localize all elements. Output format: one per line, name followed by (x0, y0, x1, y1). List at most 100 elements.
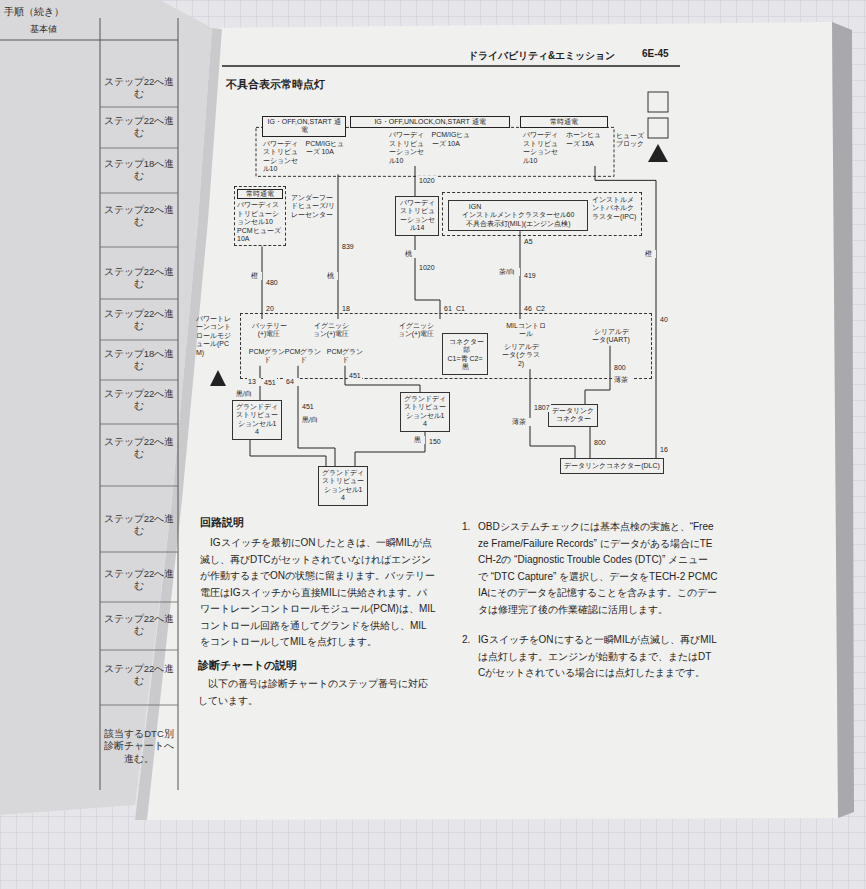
table-cell: ステップ22へ進む (103, 204, 175, 229)
node-heading: データリンクコネクター (552, 407, 594, 424)
wire-number: 480 (265, 278, 279, 287)
wire (338, 174, 339, 319)
wire (415, 166, 416, 196)
node-text: パワーディストリビューションセル10 (523, 131, 563, 165)
node-heading: バッテリー(+)電圧 (249, 320, 289, 339)
list-number: 1. (462, 519, 476, 536)
node-heading: インストルメントパネルクラスター(IPC) (592, 196, 638, 232)
node-heading: MILコントロール (506, 320, 546, 339)
pin-number: 16 (659, 446, 673, 454)
node-text: インストルメントクラスターセル60 (452, 211, 584, 219)
instrument-cluster: インストルメントパネルクラスター(IPC)IGNインストルメントクラスターセル6… (442, 192, 642, 236)
wire (355, 432, 425, 466)
table-rule (0, 40, 178, 41)
node-text: パワーディストリビューションセル10 (237, 201, 283, 226)
table-cell: ステップ22へ進む (103, 663, 175, 688)
table-rule (100, 18, 101, 790)
location-icon (648, 92, 668, 112)
page-number: 6E-45 (642, 48, 682, 60)
right-page (135, 22, 838, 820)
wire-number: 800 (593, 438, 607, 447)
wire-number: 1020 (418, 176, 436, 185)
node-text: PCM/IGヒューズ 10A (432, 131, 472, 165)
table-cell: ステップ22へ進む (103, 436, 175, 461)
wire (590, 427, 591, 458)
wire-number: 1020 (418, 263, 436, 272)
node-heading: PCMグランド (283, 346, 323, 365)
component-box: データリンクコネクター (548, 404, 598, 427)
wire-number: 839 (341, 242, 355, 251)
table-row-rules (100, 107, 178, 705)
table-cell: ステップ22へ進む (103, 266, 175, 291)
fuse-box: IG・OFF,UNLOCK,ON,START 通電パワーディストリビューションセ… (350, 116, 510, 166)
wire-color: 桃 (326, 272, 338, 280)
table-cell: ステップ22へ進む (103, 76, 175, 101)
node-heading: PCMグランド (247, 346, 287, 365)
fuse-box: IG・OFF,ON,START 通電パワーディストリビューションセル10PCM/… (262, 116, 346, 174)
node-heading: パワーディストリビューションセル14 (399, 199, 435, 233)
pin-function-label: PCMグランド (324, 345, 356, 366)
wire-color: 薄茶 (613, 376, 633, 384)
node-heading: グランドディストリビューションセル14 (322, 469, 364, 503)
pin-function-label: シリアルデータ(クラス2) (500, 340, 556, 369)
esd-warning-symbol (210, 370, 226, 386)
body-paragraph: 以下の番号は診断チャートのステップ番号に対応しています。 (198, 676, 434, 709)
pin-function-label: イグニッション(+)電圧 (310, 319, 362, 340)
section-heading: 回路説明 (200, 516, 320, 529)
node-heading: パワートレーンコントロールモジュール(PCM) (196, 313, 236, 357)
node-text: C1=青 C2=黒 (446, 355, 484, 372)
pin-function-label: PCMグランド (282, 345, 314, 366)
pin-function-label: MILコントロール (505, 319, 565, 340)
component-box: グランドディストリビューションセル14 (400, 392, 450, 432)
pin-function-label: シリアルデータ(UART) (590, 325, 642, 346)
node-text: PCMヒューズ 10A (237, 227, 283, 244)
wire-number: 419 (523, 271, 537, 280)
component-box: IGNインストルメントクラスターセル60不具合表示灯(MIL)(エンジン点検) (448, 200, 588, 231)
node-text: PCM/IGヒューズ 10A (306, 140, 346, 174)
node-text: ホーンヒューズ 15A (566, 131, 606, 165)
wire-number: 40 (659, 315, 669, 324)
wire (298, 366, 335, 466)
table-header: 基本値 (30, 24, 80, 35)
wire (415, 236, 440, 319)
connector-id: C1 (455, 305, 469, 313)
wire-color: 茶/白 (498, 268, 520, 276)
data-link-connector: データリンクコネクター(DLC) (560, 458, 664, 474)
list-item: OBDシステムチェックには基本点検の実施と、“Freeze Frame/Fail… (478, 519, 718, 618)
component-box: グランドディストリビューションセル14 (318, 466, 368, 506)
node-heading: イグニッション(+)電圧 (396, 320, 436, 339)
node-heading: グランドディストリビューションセル14 (404, 395, 446, 429)
wire-color: 橙 (250, 272, 262, 280)
pin-function-label: バッテリー(+)電圧 (248, 319, 290, 340)
wire-number: 451 (263, 378, 277, 387)
node-text: 不具合表示灯(MIL)(エンジン点検) (452, 220, 584, 228)
wire-number: 1807 (533, 403, 551, 412)
pin-number: A5 (523, 238, 539, 246)
node-heading: IGN (452, 203, 498, 211)
node-heading: 常時通電 (237, 189, 283, 199)
node-heading: シリアルデータ(クラス2) (501, 341, 541, 368)
pin-function-label: PCMグランド (246, 345, 278, 366)
pcm-module: パワートレーンコントロールモジュール(PCM) バッテリー(+)電圧 イグニッション… (196, 313, 652, 379)
table-rule (178, 18, 179, 790)
node-heading: IG・OFF,UNLOCK,ON,START 通電 (350, 116, 510, 128)
warning-icon (648, 144, 668, 162)
wire (585, 346, 610, 404)
fuse-body: パワーディストリビューションセル10ホーンヒューズ 15A (520, 128, 608, 166)
table-cell: 該当するDTC別診断チャートへ進む。 (103, 728, 175, 765)
wire-color: 黒/白 (301, 416, 325, 424)
component-box: グランドディストリビューションセル14 (232, 400, 282, 440)
page-edge (832, 22, 854, 818)
node-heading: データリンクコネクター(DLC) (564, 462, 660, 470)
running-header: ドライバビリティ&エミッション (468, 50, 638, 62)
table-cell: ステップ22へ進む (103, 568, 175, 593)
manual-icon (648, 118, 668, 138)
pin-number: 13 (247, 378, 261, 386)
node-heading: 常時通電 (520, 116, 608, 128)
list-number: 2. (462, 632, 476, 649)
relay-center-label: アンダーフードヒューズ/リレーセンター (290, 194, 336, 219)
node-heading: イグニッション(+)電圧 (311, 320, 351, 339)
table-cell: ステップ22へ進む (103, 308, 175, 333)
table-cell: ステップ18へ進む (103, 348, 175, 373)
